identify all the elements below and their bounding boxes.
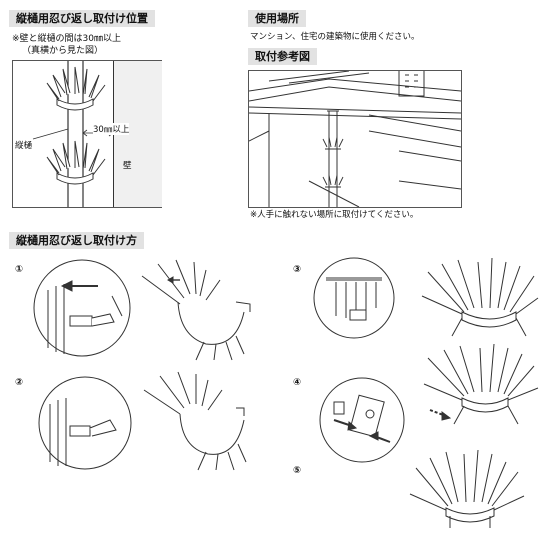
position-drawing (32, 61, 114, 207)
reference-drawing (249, 71, 461, 207)
wall-label: 壁 (123, 161, 132, 171)
gap-label: 30㎜以上 (93, 123, 130, 135)
reference-caption: ※人手に触れない場所に取付けてください。 (250, 210, 419, 220)
step-5-drawing (409, 449, 525, 528)
step-2-drawing (38, 371, 247, 471)
step-1-number: ① (14, 264, 24, 275)
reference-diagram (248, 70, 462, 208)
usage-section-title: 使用場所 (248, 10, 306, 27)
pipe-label: 縦樋 (15, 141, 33, 151)
usage-text: マンション、住宅の建築物に使用ください。 (250, 32, 420, 42)
step-4-number: ④ (292, 377, 302, 388)
step-1-drawing (33, 259, 251, 361)
step-5-number: ⑤ (292, 465, 302, 476)
reference-section-title: 取付参考図 (248, 48, 317, 65)
step-4-drawing (319, 343, 539, 463)
step-2-number: ② (14, 377, 24, 388)
position-note-view: （真横から見た図） (22, 46, 104, 56)
position-diagram: 縦樋 30㎜以上 壁 (12, 60, 162, 208)
step-3-number: ③ (292, 264, 302, 275)
position-note-gap: ※壁と縦樋の間は30㎜以上 (12, 34, 121, 44)
position-section-title: 縦樋用忍び返し取付け位置 (9, 10, 155, 27)
step-3-drawing (313, 257, 539, 339)
install-section-title: 縦樋用忍び返し取付け方 (9, 232, 144, 249)
